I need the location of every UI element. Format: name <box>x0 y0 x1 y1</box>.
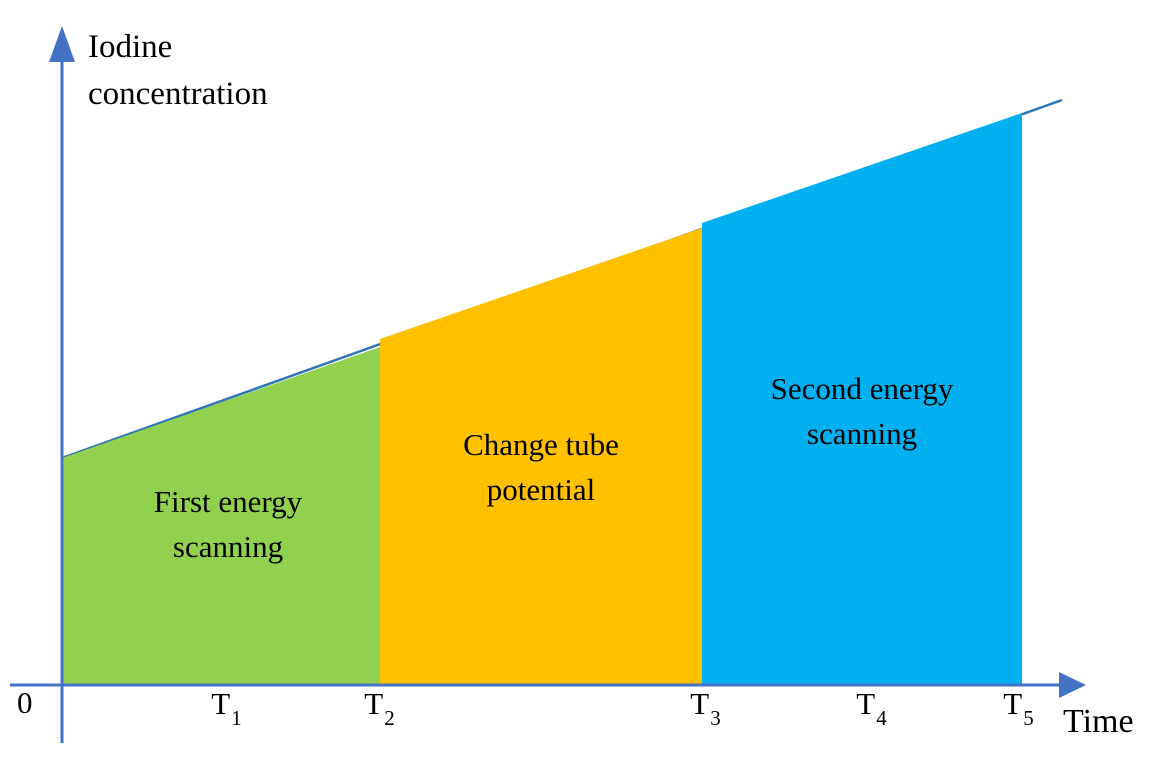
tick-base: T <box>856 686 876 721</box>
tick-base: T <box>364 686 384 721</box>
tick-base: T <box>211 686 231 721</box>
y-axis-title: Iodine concentration <box>88 29 268 112</box>
x-tick-t5: T5 <box>1003 686 1033 729</box>
x-tick-t4: T4 <box>856 686 886 729</box>
tick-subscript: 2 <box>384 706 395 731</box>
x-tick-t3: T3 <box>690 686 720 729</box>
tick-subscript: 3 <box>710 706 721 731</box>
tick-subscript: 5 <box>1023 706 1034 731</box>
region-change-tube-potential <box>380 228 702 685</box>
x-tick-t2: T2 <box>364 686 394 729</box>
label-change-tube-potential: Change tube potential <box>463 427 627 507</box>
tick-subscript: 4 <box>876 706 887 731</box>
x-axis-title: Time <box>1063 703 1134 740</box>
x-axis-arrowhead-icon <box>1059 672 1086 698</box>
tick-subscript: 1 <box>231 706 242 731</box>
label-first-energy-scanning: First energy scanning <box>153 484 310 564</box>
x-tick-t1: T1 <box>211 686 241 729</box>
tick-base: T <box>1003 686 1023 721</box>
y-axis-arrowhead-icon <box>49 26 75 62</box>
label-second-energy-scanning: Second energy scanning <box>770 371 962 451</box>
origin-tick-label: 0 <box>17 685 33 720</box>
tick-base: T <box>690 686 710 721</box>
region-first-energy-scanning <box>62 347 380 685</box>
region-second-energy-scanning <box>702 113 1022 685</box>
